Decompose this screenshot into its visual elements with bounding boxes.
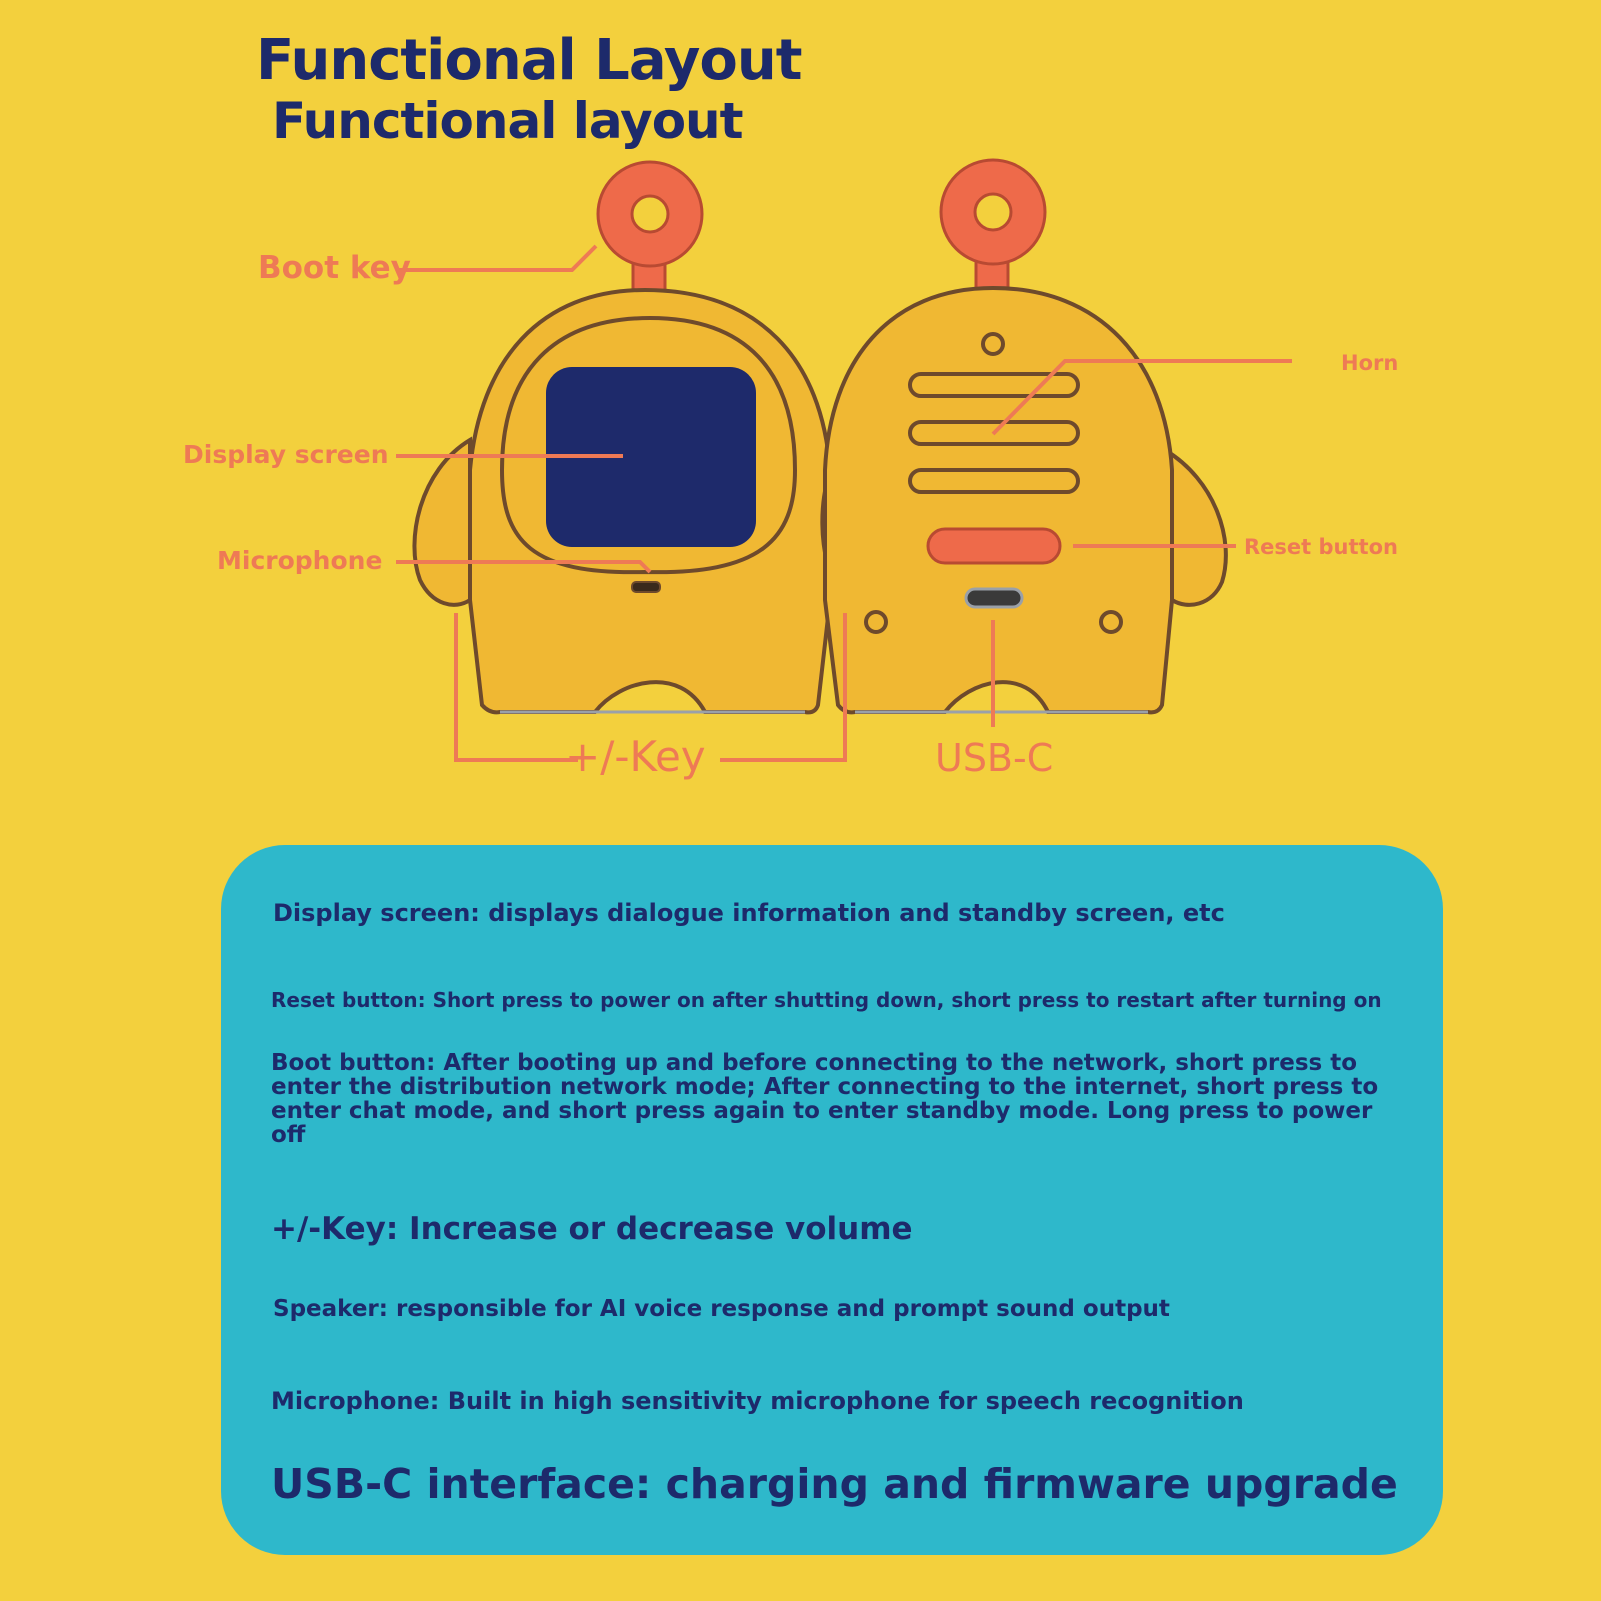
volume-key-left-leader [454,613,578,762]
front-device [412,160,878,715]
front-left-arm [412,436,472,607]
microphone-label: Microphone [217,546,383,575]
boot-key-hole [630,194,670,234]
usb-c-port [964,587,1024,609]
horn-slot [908,372,1080,398]
display-screen [546,367,756,547]
page-title: Functional Layout [256,28,803,93]
boot-key-leader [398,244,598,272]
volume-key-right-leader [720,613,847,762]
volume-key-description: +/-Key: Increase or decrease volume [271,1211,913,1247]
horn-slot [908,468,1080,494]
page-subtitle: Functional layout [272,92,744,150]
device-illustration [396,158,1292,762]
horn-leader [991,359,1292,436]
display-screen-label: Display screen [183,440,389,469]
usb-c-label: USB-C [935,736,1054,780]
microphone-leader [396,560,652,574]
reset-button-label: Reset button [1244,535,1398,559]
device-diagram: Boot key Display screen Microphone Horn … [183,158,1399,781]
back-right-arm [1162,446,1228,607]
usb-c-description: USB-C interface: charging and firmware u… [271,1460,1398,1508]
reset-button[interactable] [926,527,1062,565]
back-right-screw-icon [1099,610,1123,634]
horn-label: Horn [1341,351,1399,375]
microphone-hole [631,581,661,593]
back-left-screw-icon [864,610,888,634]
boot-button-description: Boot button: After booting up and before… [271,1050,1379,1148]
back-top-screw-icon [981,332,1005,356]
leader-lines [396,244,1292,762]
volume-key-label: +/-Key [565,732,706,781]
back-antenna-hole [973,192,1013,232]
microphone-description: Microphone: Built in high sensitivity mi… [271,1387,1244,1415]
back-device [820,158,1228,715]
speaker-description: Speaker: responsible for AI voice respon… [273,1296,1170,1322]
boot-key-label: Boot key [258,250,411,286]
display-screen-description: Display screen: displays dialogue inform… [273,899,1225,927]
reset-button-description: Reset button: Short press to power on af… [271,988,1382,1012]
function-description-panel: Display screen: displays dialogue inform… [221,845,1443,1555]
